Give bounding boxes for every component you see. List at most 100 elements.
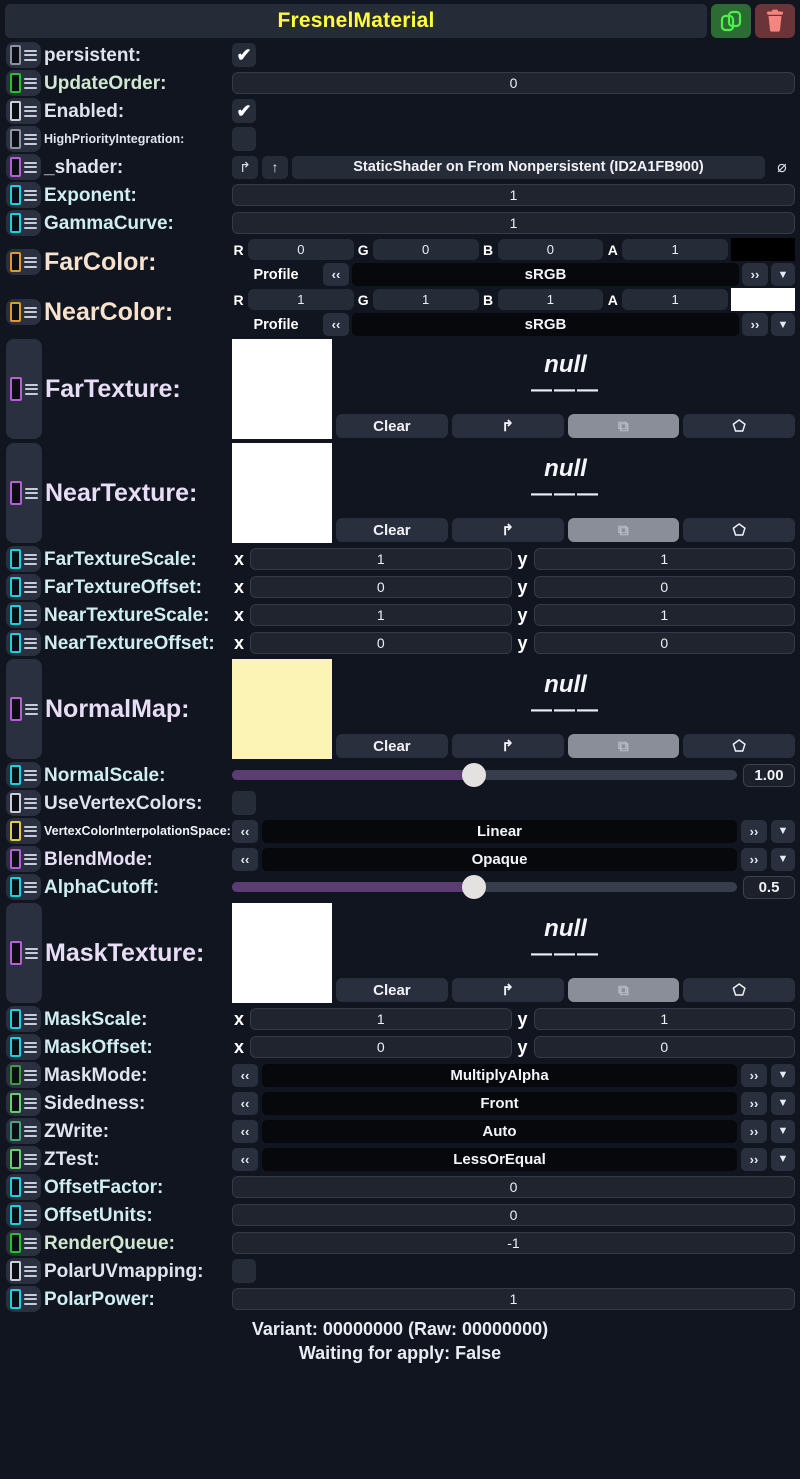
prev-profile-icon[interactable]: ‹‹ bbox=[323, 263, 349, 286]
next-profile-icon[interactable]: ›› bbox=[742, 313, 768, 336]
chevron-down-icon[interactable]: ▼ bbox=[771, 1091, 795, 1115]
open-ref-icon[interactable]: ↱ bbox=[232, 155, 258, 179]
vec2-x-input-mask-offset[interactable]: 0 bbox=[250, 1036, 512, 1058]
field-menu-icon[interactable] bbox=[24, 1265, 37, 1277]
color-a-input-near-color[interactable]: 1 bbox=[622, 289, 728, 310]
vec2-y-input-far-texture-scale[interactable]: 1 bbox=[533, 548, 795, 570]
vec2-x-input-near-texture-offset[interactable]: 0 bbox=[250, 632, 512, 654]
tag-button[interactable]: ⬠ bbox=[683, 734, 795, 758]
panel-title-bar[interactable]: FresnelMaterial bbox=[5, 4, 707, 38]
field-menu-icon[interactable] bbox=[24, 105, 37, 117]
slider-knob[interactable] bbox=[462, 763, 487, 787]
texture-preview-normal-map[interactable] bbox=[232, 659, 332, 759]
clear-button[interactable]: Clear bbox=[336, 414, 448, 438]
field-menu-icon[interactable] bbox=[25, 947, 38, 959]
text-input-gamma-curve[interactable]: 1 bbox=[232, 212, 795, 234]
open-ref-button[interactable]: ↱ bbox=[451, 414, 564, 438]
field-menu-icon[interactable] bbox=[24, 1153, 37, 1165]
field-menu-icon[interactable] bbox=[24, 825, 37, 837]
field-menu-icon[interactable] bbox=[25, 383, 38, 395]
field-menu-icon[interactable] bbox=[24, 256, 37, 268]
type-indicator-normal-scale[interactable] bbox=[6, 762, 41, 788]
color-r-input-near-color[interactable]: 1 bbox=[248, 289, 354, 310]
checkbox-enabled[interactable]: ✔ bbox=[232, 99, 256, 123]
type-indicator-high-priority-integration[interactable] bbox=[6, 126, 41, 152]
tag-button[interactable]: ⬠ bbox=[683, 518, 795, 542]
prev-value-icon[interactable]: ‹‹ bbox=[232, 1147, 258, 1171]
type-indicator-mask-mode[interactable] bbox=[6, 1062, 41, 1088]
type-indicator-near-texture-scale[interactable] bbox=[6, 602, 41, 628]
open-ref-button[interactable]: ↱ bbox=[451, 978, 564, 1002]
checkbox-use-vertex-colors[interactable] bbox=[232, 791, 256, 815]
set-ref-icon[interactable]: ↑ bbox=[262, 155, 288, 179]
next-value-icon[interactable]: ›› bbox=[741, 1063, 767, 1087]
prev-value-icon[interactable]: ‹‹ bbox=[232, 819, 258, 843]
type-indicator-blend-mode[interactable] bbox=[6, 846, 41, 872]
type-indicator-offset-factor[interactable] bbox=[6, 1174, 41, 1200]
clear-button[interactable]: Clear bbox=[336, 978, 448, 1002]
color-g-input-near-color[interactable]: 1 bbox=[372, 289, 479, 310]
clear-ref-icon[interactable]: ⌀ bbox=[777, 159, 787, 176]
open-ref-button[interactable]: ↱ bbox=[451, 518, 564, 542]
checkbox-high-priority-integration[interactable] bbox=[232, 127, 256, 151]
prev-value-icon[interactable]: ‹‹ bbox=[232, 1063, 258, 1087]
type-indicator-polar-uvmapping[interactable] bbox=[6, 1258, 41, 1284]
field-menu-icon[interactable] bbox=[24, 581, 37, 593]
field-menu-icon[interactable] bbox=[24, 1293, 37, 1305]
field-menu-icon[interactable] bbox=[24, 77, 37, 89]
field-menu-icon[interactable] bbox=[24, 161, 37, 173]
clear-button[interactable]: Clear bbox=[336, 518, 448, 542]
type-indicator-far-texture-offset[interactable] bbox=[6, 574, 41, 600]
field-menu-icon[interactable] bbox=[24, 881, 37, 893]
type-indicator-near-texture[interactable] bbox=[6, 443, 42, 543]
type-indicator-use-vertex-colors[interactable] bbox=[6, 790, 41, 816]
color-r-input-far-color[interactable]: 0 bbox=[248, 239, 354, 260]
vec2-x-input-near-texture-scale[interactable]: 1 bbox=[250, 604, 512, 626]
enum-value-mask-mode[interactable]: MultiplyAlpha bbox=[262, 1063, 737, 1087]
type-indicator-offset-units[interactable] bbox=[6, 1202, 41, 1228]
text-input-polar-power[interactable]: 1 bbox=[232, 1288, 795, 1310]
field-menu-icon[interactable] bbox=[24, 769, 37, 781]
type-indicator-polar-power[interactable] bbox=[6, 1286, 41, 1312]
slider-knob[interactable] bbox=[462, 875, 487, 899]
field-menu-icon[interactable] bbox=[24, 133, 37, 145]
enum-value-sidedness[interactable]: Front bbox=[262, 1091, 737, 1115]
next-value-icon[interactable]: ›› bbox=[741, 1147, 767, 1171]
checkbox-persistent[interactable]: ✔ bbox=[232, 43, 256, 67]
field-menu-icon[interactable] bbox=[25, 487, 38, 499]
tag-button[interactable]: ⬠ bbox=[683, 414, 795, 438]
field-menu-icon[interactable] bbox=[24, 609, 37, 621]
type-indicator-gamma-curve[interactable] bbox=[6, 210, 41, 236]
slider-track[interactable] bbox=[232, 875, 737, 899]
text-input-offset-factor[interactable]: 0 bbox=[232, 1176, 795, 1198]
enum-value-ztest[interactable]: LessOrEqual bbox=[262, 1147, 737, 1171]
chevron-down-icon[interactable]: ▼ bbox=[771, 313, 795, 336]
color-a-input-far-color[interactable]: 1 bbox=[622, 239, 728, 260]
type-indicator-far-color[interactable] bbox=[6, 249, 41, 275]
slider-alpha-cutoff[interactable]: 0.5 bbox=[232, 875, 795, 899]
text-input-render-queue[interactable]: -1 bbox=[232, 1232, 795, 1254]
text-input-offset-units[interactable]: 0 bbox=[232, 1204, 795, 1226]
color-preview-swatch-near-color[interactable] bbox=[731, 288, 795, 311]
field-menu-icon[interactable] bbox=[24, 1041, 37, 1053]
type-indicator-ztest[interactable] bbox=[6, 1146, 41, 1172]
type-indicator-exponent[interactable] bbox=[6, 182, 41, 208]
chevron-down-icon[interactable]: ▼ bbox=[771, 1119, 795, 1143]
type-indicator-far-texture[interactable] bbox=[6, 339, 42, 439]
field-menu-icon[interactable] bbox=[24, 1069, 37, 1081]
field-menu-icon[interactable] bbox=[24, 637, 37, 649]
chevron-down-icon[interactable]: ▼ bbox=[771, 847, 795, 871]
next-value-icon[interactable]: ›› bbox=[741, 1091, 767, 1115]
type-indicator-mask-texture[interactable] bbox=[6, 903, 42, 1003]
field-menu-icon[interactable] bbox=[24, 853, 37, 865]
field-menu-icon[interactable] bbox=[24, 1097, 37, 1109]
type-indicator-alpha-cutoff[interactable] bbox=[6, 874, 41, 900]
field-menu-icon[interactable] bbox=[24, 189, 37, 201]
type-indicator-mask-offset[interactable] bbox=[6, 1034, 41, 1060]
clear-button[interactable]: Clear bbox=[336, 734, 448, 758]
enum-value-zwrite[interactable]: Auto bbox=[262, 1119, 737, 1143]
color-preview-swatch-far-color[interactable] bbox=[731, 238, 795, 261]
prev-value-icon[interactable]: ‹‹ bbox=[232, 1119, 258, 1143]
checkbox-polar-uvmapping[interactable] bbox=[232, 1259, 256, 1283]
slider-value-alpha-cutoff[interactable]: 0.5 bbox=[743, 875, 795, 899]
